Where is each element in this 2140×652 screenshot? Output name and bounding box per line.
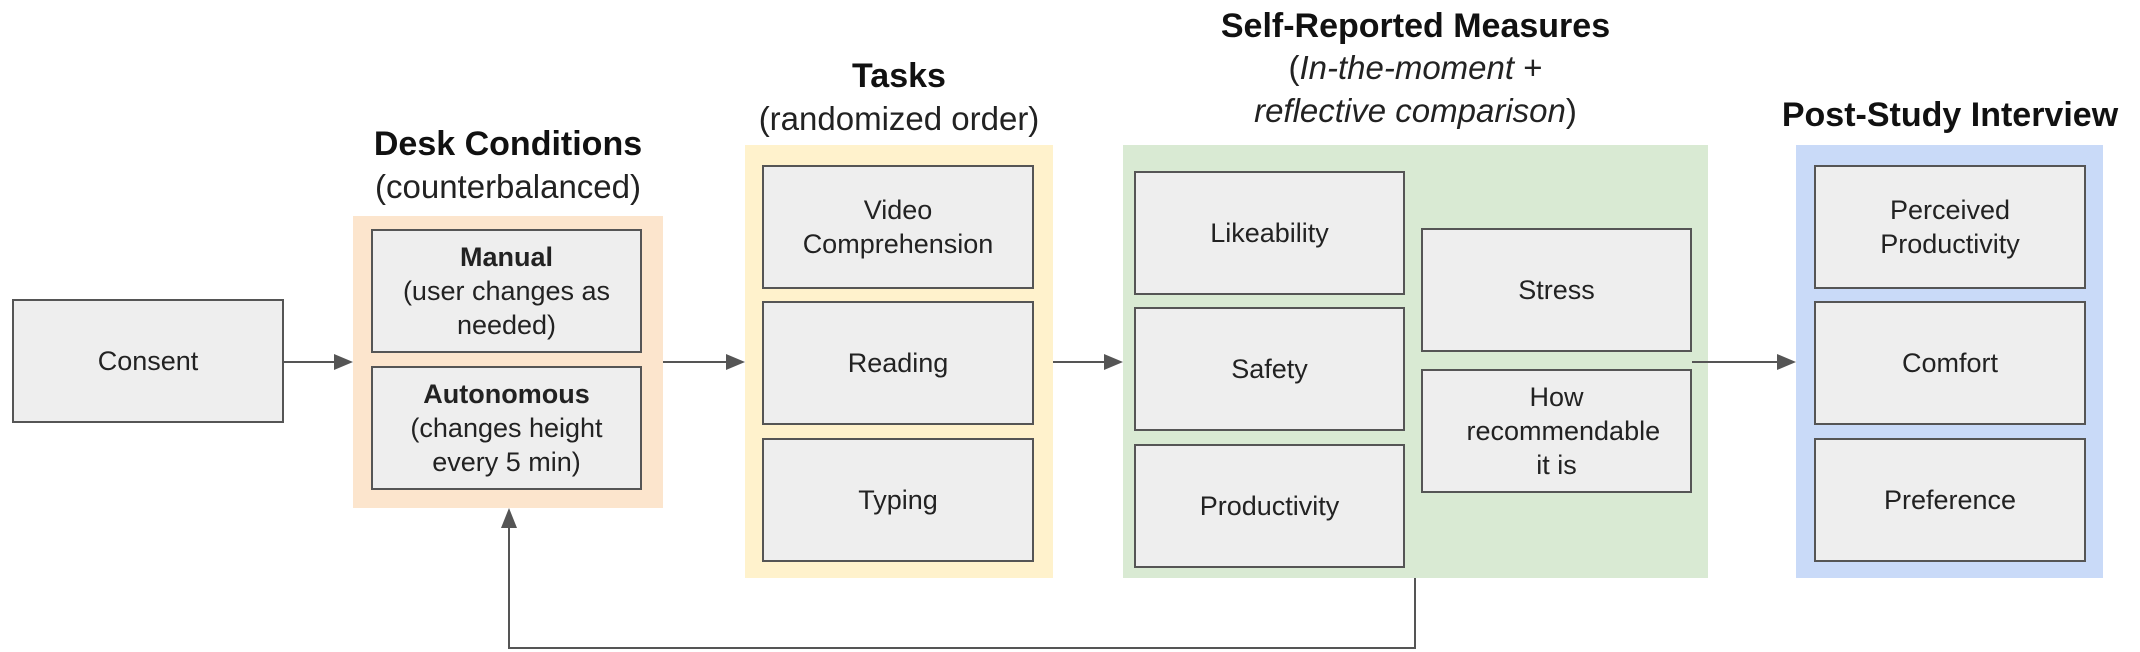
autonomous-label: Autonomous [423, 379, 590, 409]
task-reading: Reading [762, 301, 1034, 425]
self-reported-measures-title: Self-Reported Measures [1220, 7, 1611, 45]
manual-label: Manual [459, 242, 553, 272]
task-video-comprehension: Video Comprehension [762, 165, 1034, 289]
measure-how-recommendable-label: How recommendable it is [1466, 382, 1661, 480]
measure-how-recommendable: How recommendable it is [1421, 369, 1692, 493]
measure-stress: Stress [1421, 228, 1692, 352]
autonomous-condition-box: Autonomous (changes height every 5 min) [371, 366, 642, 490]
tasks-subtitle: (randomized order) [758, 100, 1040, 137]
interview-comfort: Comfort [1814, 301, 2086, 425]
manual-detail: (user changes as needed) [402, 276, 611, 340]
arrowhead-loop-back [501, 508, 517, 528]
interview-preference: Preference [1814, 438, 2086, 562]
interview-perceived-productivity: Perceived Productivity [1814, 165, 2086, 289]
self-reported-measures-subtitle-line2: reflective comparison) [1254, 92, 1577, 129]
measure-productivity: Productivity [1134, 444, 1405, 568]
manual-condition-box: Manual (user changes as needed) [371, 229, 642, 353]
post-study-interview-title: Post-Study Interview [1781, 96, 2119, 134]
self-reported-measures-subtitle-line1: (In-the-moment + [1288, 49, 1543, 86]
desk-conditions-title: Desk Conditions [373, 125, 643, 163]
measure-likeability: Likeability [1134, 171, 1405, 295]
task-typing: Typing [762, 438, 1034, 562]
autonomous-detail: (changes height every 5 min) [410, 413, 603, 477]
arrowhead-measures-to-interview [1777, 354, 1796, 370]
arrowhead-desk-to-tasks [726, 354, 745, 370]
consent-box: Consent [12, 299, 284, 423]
arrowhead-tasks-to-measures [1104, 354, 1123, 370]
task-video-comprehension-label: Video Comprehension [802, 195, 994, 259]
interview-perceived-productivity-label: Perceived Productivity [1880, 195, 2020, 259]
tasks-title: Tasks [852, 57, 946, 95]
arrowhead-consent-to-desk [334, 354, 353, 370]
measure-safety: Safety [1134, 307, 1405, 431]
loop-back-arrow [508, 526, 1416, 649]
desk-conditions-subtitle: (counterbalanced) [375, 168, 641, 205]
